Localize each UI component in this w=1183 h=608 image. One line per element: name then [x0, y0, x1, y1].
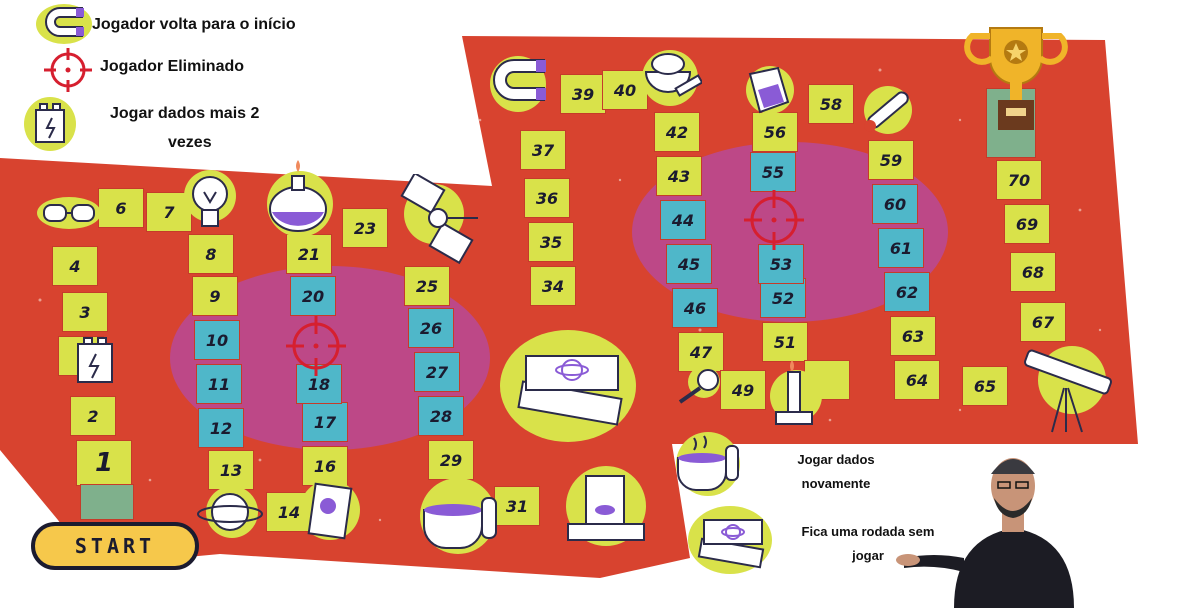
thermometer-icon [864, 86, 912, 134]
teacup-icon [676, 432, 740, 496]
battery-icon [77, 337, 113, 383]
books-icon [500, 330, 636, 442]
side-legend-books-line2: jogar [852, 548, 884, 563]
side-legend-books-line1: Fica uma rodada sem [801, 524, 935, 539]
square-37: 37 [520, 130, 566, 170]
side-legend-teacup-line2: novamente [801, 476, 871, 491]
square-39: 39 [560, 74, 606, 114]
teacup-icon [420, 478, 497, 554]
square-21: 21 [286, 234, 332, 274]
square-65: 65 [962, 366, 1008, 406]
square-start-zone [80, 484, 134, 520]
side-legend-teacup-line1: Jogar dados [797, 452, 875, 467]
side-legend-teacup-text: Jogar dados novamente [786, 448, 886, 496]
square-7: 7 [146, 192, 192, 232]
square-29: 29 [428, 440, 474, 480]
square-1: 1 [76, 440, 132, 486]
square-58: 58 [808, 84, 854, 124]
clipboard-icon [300, 480, 360, 540]
square-61: 61 [878, 228, 924, 268]
target-icon [44, 48, 92, 92]
mortar-icon [642, 50, 702, 106]
goggles-icon [37, 197, 101, 229]
square-8: 8 [188, 234, 234, 274]
square-17: 17 [302, 402, 348, 442]
legend-target-text: Jogador Eliminado [100, 58, 245, 75]
person-figure [896, 458, 1074, 608]
square-23: 23 [342, 208, 388, 248]
square-13: 13 [208, 450, 254, 490]
planet-icon [197, 486, 263, 538]
square-12: 12 [198, 408, 244, 448]
board-speckles [38, 68, 1102, 522]
square-59: 59 [868, 140, 914, 180]
satellite-icon [400, 174, 478, 265]
scale-icon [566, 466, 646, 546]
square-70: 70 [996, 160, 1042, 200]
square-52: 52 [760, 278, 806, 318]
square-27: 27 [414, 352, 460, 392]
lightbulb-icon [184, 170, 236, 227]
square-51: 51 [762, 322, 808, 362]
square-3: 3 [62, 292, 108, 332]
square-2: 2 [70, 396, 116, 436]
flask-icon [267, 160, 333, 237]
square-44: 44 [660, 200, 706, 240]
square-18: 18 [296, 364, 342, 404]
square-60: 60 [872, 184, 918, 224]
square-56: 56 [752, 112, 798, 152]
square-16: 16 [302, 446, 348, 486]
telescope-icon [1024, 346, 1112, 433]
square-4: 4 [52, 246, 98, 286]
square-46: 46 [672, 288, 718, 328]
square-25: 25 [404, 266, 450, 306]
legend-battery-text-line1: Jogar dados mais 2 [110, 105, 260, 122]
square-42: 42 [654, 112, 700, 152]
square-20: 20 [290, 276, 336, 316]
square-68: 68 [1010, 252, 1056, 292]
battery-icon [24, 97, 76, 151]
legend-magnet-text: Jogador volta para o início [92, 16, 296, 33]
target-icon [286, 316, 346, 376]
square-10: 10 [194, 320, 240, 360]
square-69: 69 [1004, 204, 1050, 244]
square-62: 62 [884, 272, 930, 312]
square-28: 28 [418, 396, 464, 436]
square-9: 9 [192, 276, 238, 316]
square-26: 26 [408, 308, 454, 348]
legend-battery-text-line2: vezes [168, 134, 212, 151]
funnel-icon [746, 66, 794, 114]
square-6: 6 [98, 188, 144, 228]
square-35: 35 [528, 222, 574, 262]
start-button[interactable]: START [31, 522, 199, 570]
magnet-icon [490, 56, 546, 112]
bunsen-burner-icon [770, 360, 822, 425]
side-legend-books-text: Fica uma rodada sem jogar [788, 520, 948, 568]
square-11: 11 [196, 364, 242, 404]
square-67: 67 [1020, 302, 1066, 342]
square-49: 49 [720, 370, 766, 410]
square-45: 45 [666, 244, 712, 284]
books-icon [688, 506, 772, 574]
magnifier-icon [678, 366, 720, 404]
square-40: 40 [602, 70, 648, 110]
trophy-icon [964, 27, 1068, 130]
square-64: 64 [894, 360, 940, 400]
square-36: 36 [524, 178, 570, 218]
square-43: 43 [656, 156, 702, 196]
square-53: 53 [758, 244, 804, 284]
square-31: 31 [494, 486, 540, 526]
square-47: 47 [678, 332, 724, 372]
square-55: 55 [750, 152, 796, 192]
square-63: 63 [890, 316, 936, 356]
target-icon [744, 190, 804, 250]
magnet-icon [36, 4, 92, 44]
square-34: 34 [530, 266, 576, 306]
